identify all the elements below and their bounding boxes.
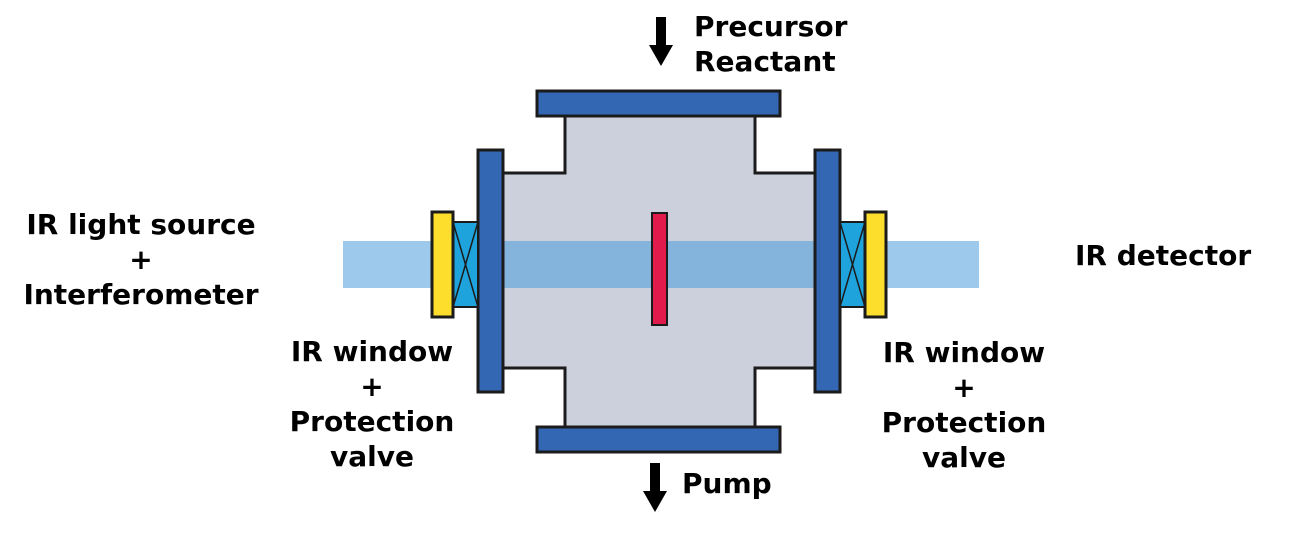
left-flange — [476, 148, 505, 394]
valve-cross-icon — [452, 221, 479, 308]
left-window-label: IR window + Protection valve — [270, 334, 474, 474]
right-window-line: IR window — [882, 336, 1046, 369]
arrow-down-icon — [643, 463, 667, 512]
right-protection-line: Protection — [881, 406, 1047, 439]
left-valve-line: valve — [330, 440, 414, 473]
precursor-label: Precursor — [694, 10, 848, 43]
source-line: IR light source — [26, 208, 256, 241]
ir-detector-label: IR detector — [1075, 239, 1252, 272]
right-valve-line: valve — [922, 441, 1006, 474]
interferometer-line: Interferometer — [23, 278, 259, 311]
right-ir-window — [863, 210, 888, 319]
bottom-flange — [535, 425, 782, 454]
inlet-label: Precursor Reactant — [694, 9, 847, 79]
valve-cross-icon — [839, 221, 866, 308]
top-flange — [535, 89, 782, 118]
right-window-plus: + — [952, 371, 976, 404]
sample — [651, 212, 668, 326]
right-window-label: IR window + Protection valve — [862, 335, 1066, 475]
left-window-plus: + — [360, 370, 384, 403]
left-protection-line: Protection — [289, 405, 455, 438]
left-window-line: IR window — [290, 335, 454, 368]
left-ir-window — [430, 210, 455, 319]
pump-label: Pump — [682, 467, 772, 500]
source-plus: + — [129, 243, 153, 276]
right-flange — [813, 148, 842, 394]
ir-source-label: IR light source + Interferometer — [10, 207, 272, 312]
reactant-label: Reactant — [694, 45, 836, 78]
arrow-down-icon — [649, 17, 673, 66]
